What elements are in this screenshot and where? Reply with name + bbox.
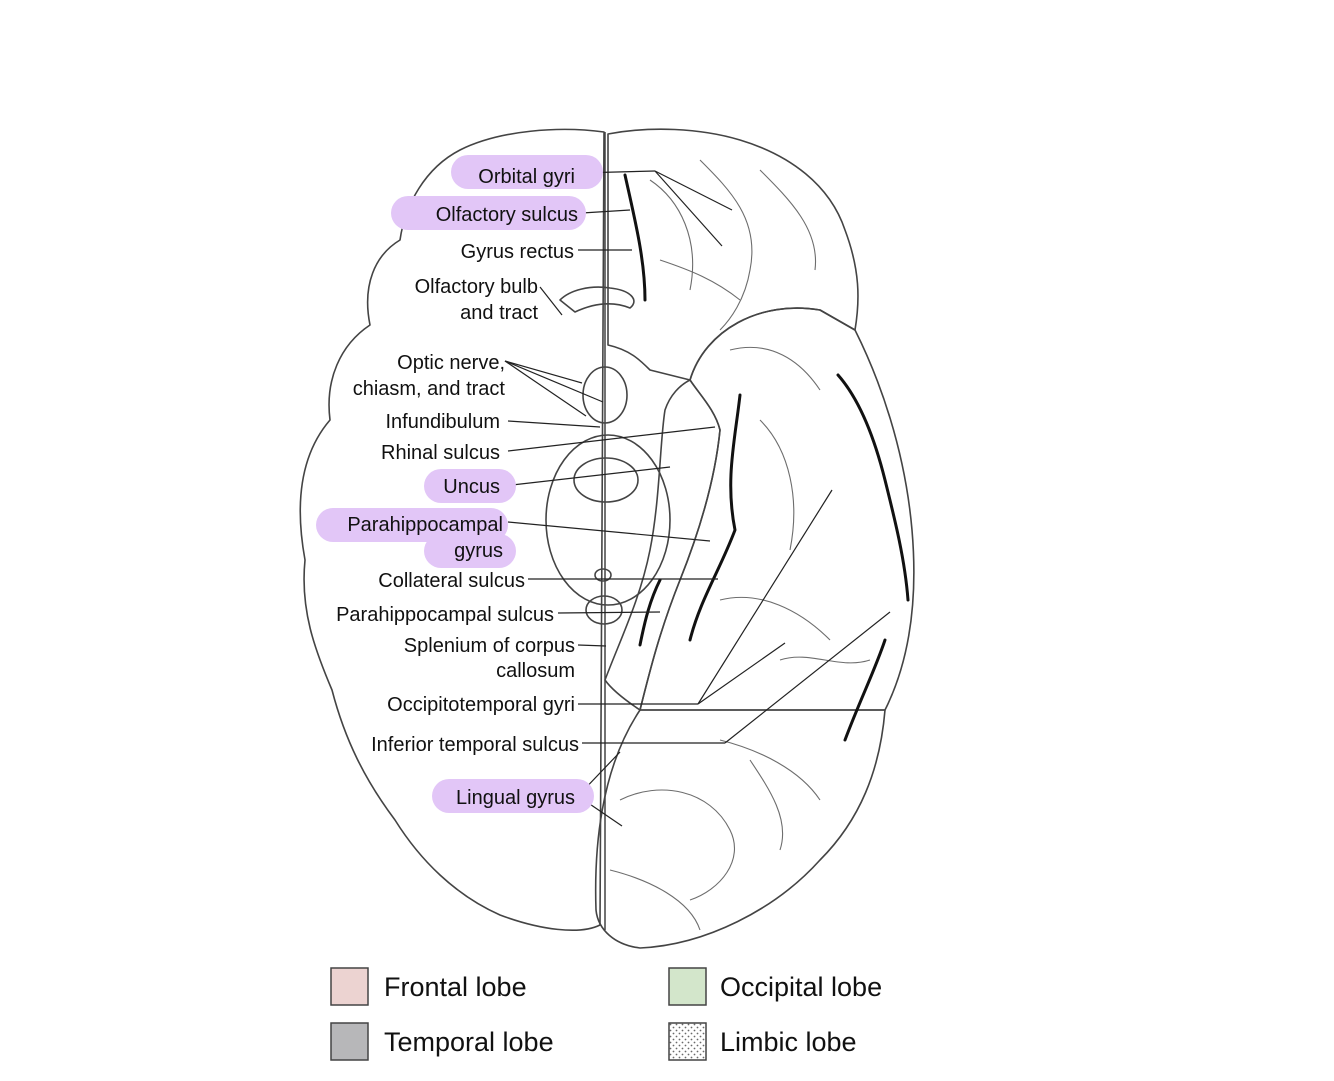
leader-occipitotemporal-3 [697,642,786,705]
occipitotemporal-sulcus-line [688,393,742,642]
limbic-lobe-region [604,379,721,711]
label-parahippocampal-1: Parahippocampal [347,514,503,536]
leader-inferior-temporal-sulcus-2 [724,611,891,744]
leader-optic-3 [504,360,604,403]
leader-splenium [577,644,607,647]
leader-occipitotemporal-2 [697,489,833,705]
frontal-lobe-region [607,128,859,381]
leader-rhinal-sulcus [507,426,716,452]
left-hemisphere [299,128,605,931]
calcarine-sulcus-line [843,638,887,742]
pons-shape [573,457,639,503]
temporal-fold-3 [719,596,831,641]
label-parahippocampal-2: gyrus [454,540,503,562]
highlight-lingual-gyrus [432,779,594,813]
highlight-orbital-gyri [451,155,603,189]
label-lingual-gyrus: Lingual gyrus [456,787,575,809]
temporal-fold-2 [759,419,795,551]
leader-optic-2 [504,360,587,417]
frontal-fold-1 [649,179,694,291]
label-inferior-temporal-sulcus: Inferior temporal sulcus [371,734,579,756]
label-splenium-1: Splenium of corpus [404,635,575,657]
collateral-sulcus-line [638,578,662,647]
label-olfactory-sulcus: Olfactory sulcus [436,204,578,226]
label-splenium-2: callosum [496,660,575,682]
leader-orbital-gyri-3 [654,170,723,247]
frontal-fold-2 [699,159,753,331]
legend-swatch-occipital [668,967,707,1006]
legend-swatch-frontal [330,967,369,1006]
splenium-shape [585,595,623,625]
label-orbital-gyri: Orbital gyri [478,166,575,188]
aqueduct-shape [594,568,612,582]
occipital-lobe-region [594,709,886,949]
legend-label-temporal: Temporal lobe [384,1027,554,1057]
legend-label-occipital: Occipital lobe [720,972,882,1002]
temporal-fold-1 [729,346,821,391]
leader-uncus [511,466,671,486]
label-collateral-sulcus: Collateral sulcus [378,570,525,592]
midbrain-shape [545,434,671,606]
leader-optic-1 [504,360,583,384]
label-occipitotemporal-gyri: Occipitotemporal gyri [387,694,575,716]
occipital-fold-2 [719,739,821,801]
temporal-lobe-region [639,307,915,711]
highlight-parahippocampal [316,508,508,542]
olfactory-sulcus-line [623,173,647,302]
leader-parahippocampal-gyrus [507,521,711,542]
lateral-sulcus-line [836,373,910,602]
legend-swatch-limbic [668,1022,707,1061]
frontal-fold-4 [659,259,741,301]
label-uncus: Uncus [443,476,500,498]
highlight-uncus [424,469,516,503]
occipital-fold-3 [609,869,701,931]
legend-label-limbic: Limbic lobe [720,1027,857,1057]
label-rhinal-sulcus: Rhinal sulcus [381,442,500,464]
legend-label-frontal: Frontal lobe [384,972,527,1002]
olfactory-bulb-shape [559,286,635,313]
occipital-fold-4 [749,759,784,851]
label-infundibulum: Infundibulum [385,411,500,433]
highlight-olfactory-sulcus [391,196,586,230]
leader-orbital-gyri-2 [654,170,733,211]
leader-olfactory-bulb [539,286,563,316]
label-olfactory-bulb-1: Olfactory bulb [415,276,538,298]
label-optic-2: chiasm, and tract [353,378,506,400]
label-parahippocampal-sulcus: Parahippocampal sulcus [336,604,554,626]
leader-parahippocampal-sulcus [557,611,661,614]
legend-swatch-temporal [330,1022,369,1061]
highlight-parahippocampal-gyrus [424,534,516,568]
leader-olfactory-sulcus [581,209,631,214]
leader-infundibulum [507,420,601,428]
frontal-fold-3 [759,169,817,271]
label-optic-1: Optic nerve, [397,352,505,374]
label-gyrus-rectus: Gyrus rectus [461,241,574,263]
temporal-fold-4 [779,656,871,664]
occipital-fold-1 [619,789,735,901]
label-olfactory-bulb-2: and tract [460,302,538,324]
